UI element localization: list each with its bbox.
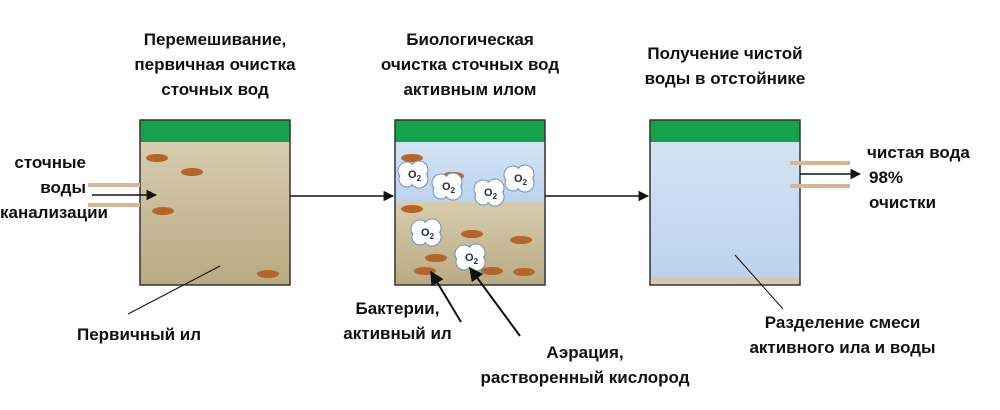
heading-line: воды в отстойнике <box>644 69 806 88</box>
inflow-label-line: канализации <box>0 203 108 222</box>
oxygen-bubble: O2 <box>454 243 486 272</box>
leader-separation <box>734 254 784 310</box>
tank-settling-water <box>650 142 800 277</box>
callout-aeration: Аэрация, растворенный кислород <box>465 340 705 390</box>
callout-line: Бактерии, <box>355 299 440 318</box>
callout-line: активного ила и воды <box>749 338 936 357</box>
tank-primary-lid <box>140 120 290 142</box>
sludge-particle <box>257 270 279 278</box>
heading-settling: Получение чистой воды в отстойнике <box>625 41 825 91</box>
tank-settling-wall <box>649 119 801 286</box>
oxygen-bubble: O2 <box>397 160 429 189</box>
tank-primary <box>139 119 291 286</box>
inflow-label: сточные воды канализации <box>0 150 108 225</box>
tank-aeration-wall <box>394 119 546 286</box>
sludge-particle <box>401 205 423 213</box>
sludge-particle <box>513 268 535 276</box>
leader-primary-sludge <box>127 265 221 315</box>
callout-bacteria: Бактерии, активный ил <box>330 296 465 346</box>
leader-bacteria <box>430 270 462 323</box>
inflow-label-line: воды <box>40 178 86 197</box>
sludge-particle <box>425 254 447 262</box>
callout-separation: Разделение смеси активного ила и воды <box>730 310 955 360</box>
sludge-particle <box>146 154 168 162</box>
sludge-particle <box>401 154 423 162</box>
callout-line: Разделение смеси <box>764 313 921 332</box>
sludge-particle <box>510 236 532 244</box>
leader-aeration <box>469 266 521 337</box>
heading-primary-treatment: Перемешивание, первичная очистка сточных… <box>120 27 310 102</box>
oxygen-bubble: O2 <box>503 164 535 193</box>
heading-line: активным илом <box>403 80 537 99</box>
tank-primary-wall <box>139 119 291 286</box>
heading-biological-treatment: Биологическая очистка сточных вод активн… <box>370 27 570 102</box>
callout-primary-sludge: Первичный ил <box>77 325 202 344</box>
tank-settling <box>649 119 801 286</box>
oxygen-bubble: O2 <box>473 178 505 207</box>
callout-line: растворенный кислород <box>480 368 690 387</box>
outlet-pipe <box>790 161 862 188</box>
outflow-label: чистая вода 98% очистки <box>867 140 970 215</box>
heading-line: Перемешивание, <box>143 30 287 49</box>
callout-line: Аэрация, <box>546 343 624 362</box>
outflow-label-line: чистая вода <box>867 143 970 162</box>
sludge-particle <box>152 207 174 215</box>
oxygen-bubble: O2 <box>431 172 463 201</box>
heading-line: Биологическая <box>406 30 534 49</box>
inflow-label-line: сточные <box>14 153 86 172</box>
heading-line: Получение чистой <box>647 44 803 63</box>
sludge-particle <box>181 168 203 176</box>
callout-line: активный ил <box>343 324 452 343</box>
outflow-label-line: очистки <box>869 193 937 212</box>
heading-line: первичная очистка <box>134 55 296 74</box>
sludge-particle <box>481 267 503 275</box>
oxygen-bubble: O2 <box>410 218 442 247</box>
tank-settling-sediment <box>650 277 800 285</box>
inlet-pipe <box>88 183 158 207</box>
heading-line: очистка сточных вод <box>380 55 560 74</box>
sludge-particle <box>461 230 483 238</box>
tank-aeration-lid <box>395 120 545 142</box>
tank-settling-lid <box>650 120 800 142</box>
heading-line: сточных вод <box>161 80 269 99</box>
outflow-label-line: 98% <box>869 168 904 187</box>
